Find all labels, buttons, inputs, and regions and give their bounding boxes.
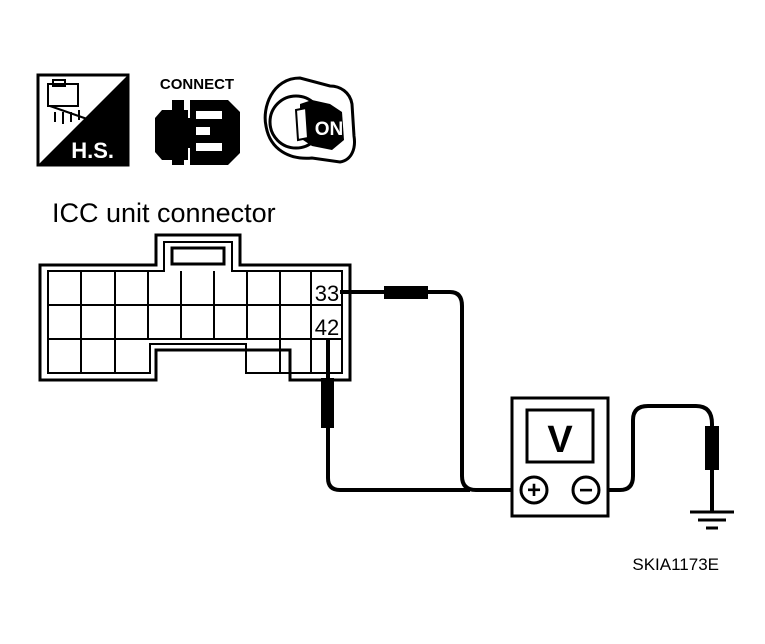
negative-terminal-icon (571, 475, 601, 505)
harness-connector-pictogram-icon (47, 79, 91, 124)
harness-side-icon: H.S. (36, 73, 130, 167)
probe-pin-42 (321, 378, 334, 428)
icc-unit-connector: 33 42 (38, 233, 352, 382)
voltmeter: V + − (510, 396, 610, 518)
negative-terminal-symbol: − (579, 477, 593, 504)
connector-title: ICC unit connector (52, 198, 276, 228)
ignition-key-on-icon: ON (263, 76, 356, 164)
connect-icon: CONNECT (155, 76, 240, 165)
pin-33-label: 33 (315, 281, 339, 306)
ignition-on-label: ON (315, 119, 344, 140)
probe-pin-33 (340, 286, 428, 299)
probe-ground (705, 426, 719, 470)
hs-label: H.S. (71, 138, 114, 163)
lead-ground (600, 404, 714, 492)
pin-42-label: 42 (315, 315, 339, 340)
connect-label: CONNECT (160, 76, 234, 93)
ground-symbol-icon (690, 510, 734, 530)
test-leads (326, 290, 714, 512)
voltmeter-v-label: V (547, 419, 573, 461)
positive-terminal-icon (519, 475, 549, 505)
connector-lock-tab (170, 246, 226, 266)
positive-terminal-symbol: + (527, 477, 541, 504)
figure-code: SKIA1173E (632, 555, 719, 574)
